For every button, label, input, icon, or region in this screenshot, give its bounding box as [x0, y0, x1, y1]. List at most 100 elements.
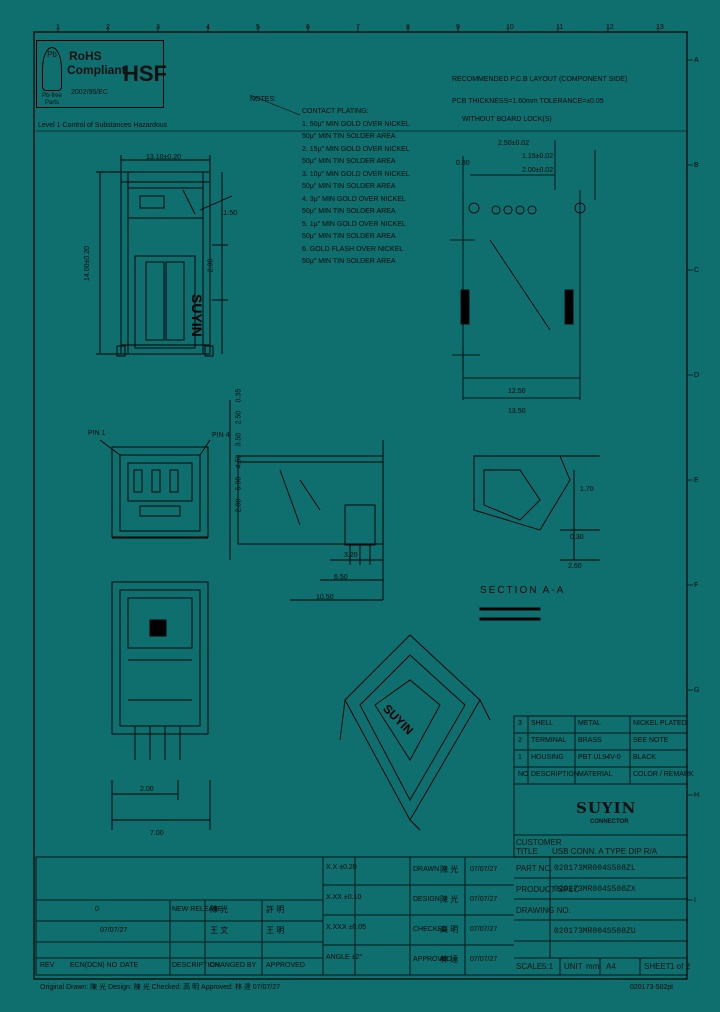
pcb-dim-5: 12.50: [508, 388, 526, 395]
rohs-title: RoHS: [69, 49, 102, 63]
unit-label: UNIT: [564, 962, 583, 971]
part-finish-cell: COLOR / REMARK: [633, 771, 694, 778]
top-ruler: [57, 26, 659, 32]
part-no-cell: NO: [518, 771, 529, 778]
section-detail: [473, 455, 600, 621]
ruler-number: 6: [306, 24, 310, 31]
revision-header: APPROVED: [266, 962, 305, 969]
part-no-cell: 1: [518, 754, 522, 761]
note-line: CONTACT PLATING:: [302, 108, 369, 115]
section-label: SECTION A-A: [480, 585, 566, 596]
ruler-letter: F: [694, 582, 699, 589]
part-finish-cell: BLACK: [633, 754, 656, 761]
rev-cell: 0: [95, 906, 99, 913]
note-line: 3. 10μ" MIN GOLD OVER NICKEL: [302, 170, 410, 178]
level-note: Level 1 Control of Substances Hazardous: [38, 122, 168, 129]
pcb-dim-1: 2.50±0.02: [498, 140, 530, 147]
pcb-thickness: PCB THICKNESS=1.60mm TOLERANCE=±0.05: [452, 98, 604, 105]
side-vertical-dim: 3.50: [235, 432, 243, 447]
note-line: 50μ" MIN TIN SOLDER AREA: [302, 208, 396, 215]
rev-desc-cell: NEW RELEASE: [172, 906, 223, 913]
pcb-title: RECOMMENDED P.C.B LAYOUT (COMPONENT SIDE…: [452, 76, 628, 83]
ruler-letter: A: [694, 57, 699, 64]
ruler-letter: D: [694, 372, 700, 379]
rohs-hsf: HSF: [123, 61, 167, 86]
revision-header: ECN(DCN) NO: [70, 962, 118, 969]
revision-header: DATE: [120, 962, 139, 969]
pcb-layout: [450, 140, 596, 400]
part-no-label: PART NO.: [516, 864, 553, 873]
side-vertical-dim: 2.50: [235, 410, 243, 425]
signature-date: 07/07/27: [470, 896, 498, 903]
note-line: 6. GOLD FLASH OVER NICKEL: [302, 245, 404, 253]
pcb-dim-3: 1.15±0.02: [522, 153, 554, 160]
size-label: A4: [606, 962, 616, 971]
side-dim-1: 3.20: [344, 552, 358, 559]
ruler-number: 2: [106, 24, 110, 31]
tolerance-item: ANGLE ±2°: [326, 954, 363, 961]
section-dim-1: 1.70: [580, 486, 594, 493]
front-dim-height: 14.00±0.20: [83, 246, 91, 281]
iso-view: [339, 634, 491, 831]
front-dim-width: 13.10±0.20: [146, 154, 181, 161]
rohs-directive: 2002/95/EC: [71, 89, 108, 96]
pin-1-label: PIN 1: [88, 430, 106, 437]
rev-app-cell: 王 明: [266, 926, 285, 935]
note-line: 50μ" MIN TIN SOLDER AREA: [302, 233, 396, 240]
side-vertical-dim: 5.00: [235, 476, 243, 491]
pb-free-icon: Pb: [42, 47, 62, 91]
footer-text: Original Drawn: 陳 光 Design: 陳 光 Checked:…: [40, 984, 281, 991]
iso-logo: SUYIN: [380, 702, 416, 738]
ruler-number: 10: [506, 24, 514, 31]
title-value: USB CONN. A TYPE DIP R/A: [552, 847, 658, 856]
part-material-cell: METAL: [578, 720, 601, 727]
part-no-cell: 3: [518, 720, 522, 727]
ruler-number: 11: [556, 24, 564, 31]
footer-code: 020173-502pl: [630, 984, 673, 991]
part-material-cell: BRASS: [578, 737, 602, 744]
side-vertical-dim: 4.50: [235, 454, 243, 469]
ecn-cell: 07/07/27: [100, 927, 128, 934]
customer-label: CUSTOMER: [516, 838, 562, 847]
pcb-dim-4: 2.00±0.02: [522, 167, 554, 174]
side-vertical-dim: 2.00: [235, 498, 243, 513]
side-dim-3: 10.50: [316, 594, 334, 601]
rev-mod-cell: 陳 光: [210, 905, 229, 914]
product-spec-label: PRODUCT SPEC: [516, 885, 580, 894]
pcb-without-board: WITHOUT BOARD LOCK(S): [462, 116, 552, 123]
rohs-compliant: Compliant: [67, 63, 126, 77]
ruler-number: 12: [606, 24, 614, 31]
ruler-letter: I: [694, 897, 696, 904]
ruler-number: 7: [356, 24, 360, 31]
rev-mod-cell: 王 文: [210, 926, 229, 935]
note-line: 50μ" MIN TIN SOLDER AREA: [302, 183, 396, 190]
front-dim-3: 11.50: [220, 210, 237, 217]
ruler-letter: E: [694, 477, 699, 484]
company-logo: SUYIN: [576, 799, 637, 817]
front-view-logo: SUYIN: [189, 294, 205, 337]
signature-name: 陳 光: [440, 865, 459, 874]
front-dim-4: 2.00: [207, 258, 215, 273]
note-line: 50μ" MIN TIN SOLDER AREA: [302, 158, 396, 165]
signature-name: 高 明: [440, 925, 459, 934]
part-material-cell: PBT UL94V-0: [578, 754, 621, 761]
signature-date: 07/07/27: [470, 926, 498, 933]
part-desc-cell: DESCRIPTION: [531, 771, 579, 778]
side-view: [229, 400, 384, 601]
signature-role: DESIGN: [413, 896, 440, 903]
pin-4-label: PIN 4: [212, 432, 230, 439]
title-block: [35, 784, 688, 976]
pcb-dim-2: 0.80: [456, 160, 470, 167]
signature-name: 陳 光: [440, 895, 459, 904]
ruler-letter: C: [694, 267, 700, 274]
ruler-number: 13: [656, 24, 664, 31]
note-line: 50μ" MIN TIN SOLDER AREA: [302, 258, 396, 265]
title-label: TITLE: [516, 847, 538, 856]
revision-header: CHANGED BY: [210, 962, 257, 969]
side-ruler: [687, 59, 693, 901]
note-line: 5. 1μ" MIN GOLD OVER NICKEL: [302, 220, 406, 228]
sheet-label: SHEET: [644, 962, 671, 971]
section-dim-2: 0.30: [570, 534, 584, 541]
side-vertical-dim: 0.35: [235, 388, 243, 403]
